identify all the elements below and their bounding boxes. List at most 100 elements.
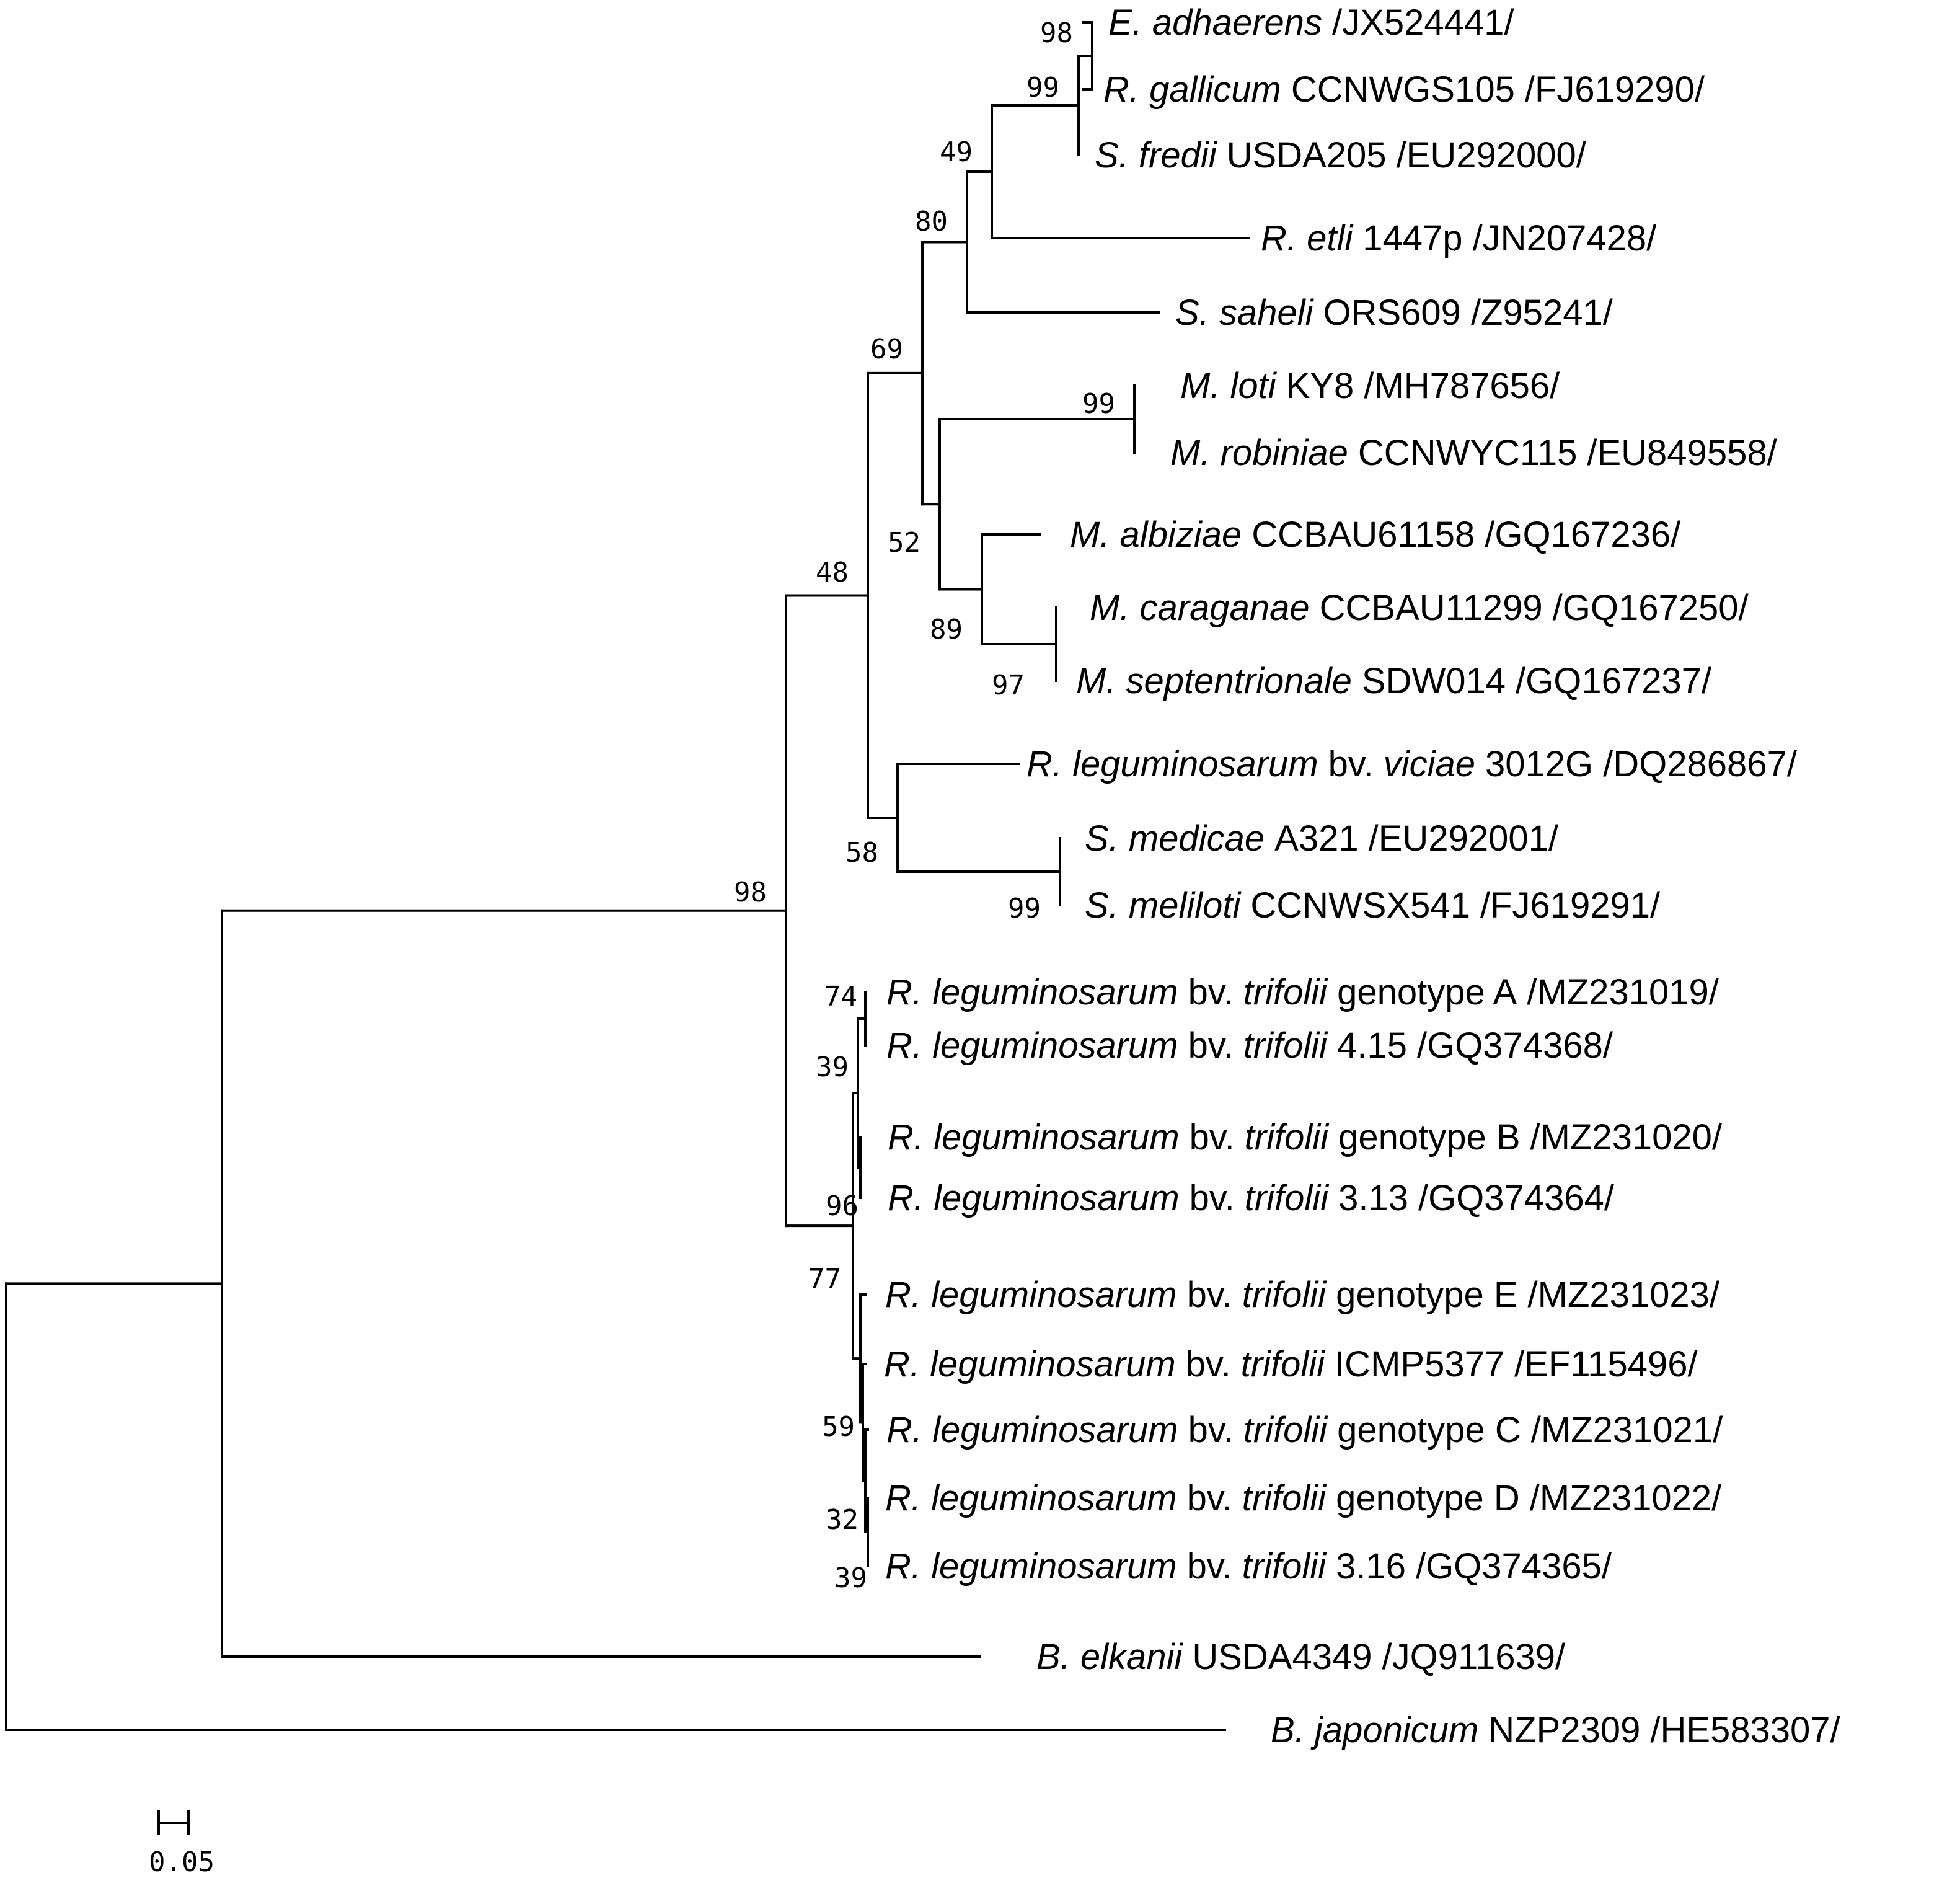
taxon-accession: /DQ286867/: [1603, 744, 1798, 784]
taxon-accession: /MZ231019/: [1527, 972, 1719, 1012]
taxon-species: B. elkanii: [1036, 1637, 1183, 1677]
taxon-accession: /GQ374368/: [1417, 1025, 1613, 1066]
taxon-species: R. gallicum: [1103, 69, 1281, 110]
taxon-accession: /MZ231021/: [1531, 1410, 1723, 1450]
bootstrap-value: 39: [816, 1051, 849, 1083]
taxon-species: S. fredii: [1095, 135, 1218, 175]
taxon-strain: genotype C: [1337, 1410, 1521, 1450]
taxon-species: R. leguminosarum: [886, 1025, 1178, 1066]
taxon-species: B. japonicum: [1271, 1710, 1478, 1750]
taxon-accession: /JX524441/: [1332, 2, 1514, 43]
bootstrap-value: 48: [816, 557, 849, 588]
bootstrap-value: 58: [845, 837, 878, 869]
taxon-bv-label: bv.: [1187, 1275, 1232, 1315]
taxon-accession: /GQ167236/: [1485, 515, 1681, 555]
taxon-strain: 3.13: [1338, 1178, 1408, 1218]
taxon-strain: ICMP5377: [1335, 1344, 1504, 1384]
taxon-species: M. septentrionale: [1076, 661, 1352, 701]
taxon-bv-label: bv.: [1328, 744, 1374, 784]
taxon-accession: /EU849558/: [1587, 433, 1777, 473]
taxon-species: R. leguminosarum: [885, 1478, 1177, 1518]
scale-bar-label: 0.05: [149, 1846, 214, 1878]
bootstrap-value: 74: [824, 981, 857, 1012]
taxon-biovar: trifolii: [1242, 1275, 1327, 1315]
taxon-strain: 3012G: [1485, 744, 1593, 784]
bootstrap-value: 98: [734, 877, 767, 908]
bootstrap-value: 32: [826, 1504, 859, 1536]
taxon-accession: /GQ374364/: [1418, 1178, 1615, 1218]
taxon-accession: /FJ619291/: [1480, 885, 1661, 926]
taxon-strain: genotype D: [1336, 1478, 1520, 1518]
taxon-strain: ORS609: [1323, 293, 1460, 333]
taxon-species: S. meliloti: [1085, 885, 1242, 926]
taxon-strain: USDA4349: [1192, 1637, 1372, 1677]
taxon-accession: /JQ911639/: [1382, 1637, 1566, 1677]
taxon-accession: /GQ167237/: [1516, 661, 1712, 701]
taxon-accession: /GQ167250/: [1553, 588, 1749, 628]
taxon-bv-label: bv.: [1190, 1117, 1235, 1158]
taxon-species: R. leguminosarum: [888, 1178, 1180, 1218]
taxon-strain: NZP2309: [1488, 1710, 1640, 1750]
taxon-species: M. caraganae: [1090, 588, 1310, 628]
taxon-accession: /GQ374365/: [1416, 1546, 1612, 1587]
tree-branches: [5, 21, 1250, 1731]
taxon-accession: /Z95241/: [1471, 293, 1613, 333]
taxon-strain: CCBAU61158: [1251, 515, 1475, 555]
taxon-accession: /MZ231020/: [1530, 1117, 1723, 1158]
taxon-biovar: trifolii: [1243, 1410, 1328, 1450]
taxon-strain: 4.15: [1337, 1025, 1407, 1066]
taxon-strain: A321: [1274, 818, 1358, 859]
taxon-biovar: trifolii: [1242, 1546, 1327, 1587]
taxon-strain: genotype B: [1338, 1117, 1520, 1158]
taxon-biovar: trifolii: [1243, 972, 1328, 1012]
taxon-species: S. saheli: [1175, 293, 1315, 333]
taxon-species: R. leguminosarum: [885, 1546, 1177, 1587]
taxon-label: E. adhaerens/JX524441/: [1108, 2, 1514, 43]
taxon-bv-label: bv.: [1188, 972, 1234, 1012]
taxon-species: R. leguminosarum: [884, 1344, 1176, 1384]
bootstrap-value: 80: [915, 206, 948, 237]
bootstrap-value: 98: [1040, 17, 1073, 49]
taxon-strain: 1447p: [1362, 218, 1462, 259]
taxon-strain: USDA205: [1227, 135, 1387, 175]
taxon-bv-label: bv.: [1187, 1546, 1232, 1587]
taxon-species: R. etli: [1261, 218, 1354, 259]
bootstrap-value: 52: [888, 527, 920, 559]
taxon-species: E. adhaerens: [1108, 2, 1322, 43]
bootstrap-value: 77: [808, 1264, 841, 1295]
bootstrap-value: 99: [1082, 388, 1115, 420]
taxon-strain: 3.16: [1336, 1546, 1406, 1587]
taxon-accession: /MZ231022/: [1530, 1478, 1722, 1518]
bootstrap-value: 99: [1008, 893, 1041, 924]
taxon-bv-label: bv.: [1190, 1178, 1235, 1218]
bootstrap-value: 99: [1026, 72, 1059, 104]
taxon-species: M. albiziae: [1070, 515, 1242, 555]
taxon-biovar: trifolii: [1242, 1478, 1327, 1518]
taxon-accession: /EF115496/: [1514, 1344, 1698, 1384]
taxon-accession: /EU292001/: [1369, 818, 1559, 859]
taxon-accession: /MZ231023/: [1528, 1275, 1720, 1315]
taxon-strain: genotype E: [1336, 1275, 1517, 1315]
taxon-strain: CCNWGS105: [1291, 69, 1515, 110]
